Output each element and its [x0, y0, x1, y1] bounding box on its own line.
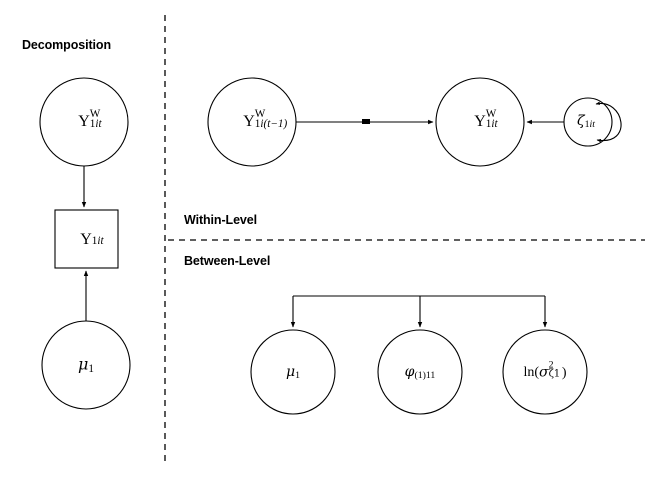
text-Y: Y — [78, 113, 90, 131]
text-subscript-lag: 1i(t−1) — [254, 117, 288, 130]
text-ln-open: ln( — [523, 365, 540, 381]
text-subscript-1: 1 — [295, 370, 301, 382]
text-sigma-subscript: ζ1 — [548, 368, 561, 380]
text-superscript-W: W — [89, 107, 101, 120]
text-subscript-1it: 1it — [91, 234, 104, 247]
text-subscript-phi: (1)11 — [414, 370, 436, 382]
text-superscript-W: W — [254, 107, 266, 120]
node-label-within-residual: ζ1it — [577, 114, 595, 130]
label-within-level: Within-Level — [184, 213, 257, 227]
node-label-decomposition-latent: Y W 1it — [78, 108, 101, 131]
node-between-logvar — [502, 329, 588, 415]
node-label-within-current: Y W 1it — [474, 108, 497, 131]
text-Y: Y — [474, 113, 486, 131]
node-label-between-phi: φ(1)11 — [405, 365, 436, 381]
text-mu: μ — [78, 354, 89, 374]
node-within-current — [435, 77, 525, 167]
text-subscript-1: 1 — [88, 363, 94, 376]
text-sigma: σ — [539, 364, 549, 381]
node-decomposition-observed — [54, 209, 119, 269]
text-subscript-1it: 1it — [485, 117, 498, 130]
label-decomposition: Decomposition — [22, 38, 111, 52]
node-decomposition-mean — [41, 320, 131, 410]
node-label-between-mean: μ1 — [286, 365, 300, 381]
edge-residual-variance-loop — [595, 101, 622, 143]
node-between-phi — [377, 329, 463, 415]
node-between-mean — [250, 329, 336, 415]
text-Y: Y — [80, 231, 92, 249]
text-subscript-1it: 1it — [584, 119, 595, 131]
edge-lag-to-current-midpoint-marker — [362, 119, 370, 124]
node-label-decomposition-observed: Y 1it — [80, 231, 103, 249]
text-sigma-superscript-2: 2 — [548, 359, 554, 371]
text-Y: Y — [243, 113, 255, 131]
label-between-level: Between-Level — [184, 254, 271, 268]
text-mu: μ — [285, 364, 296, 381]
node-label-within-lag: Y W 1i(t−1) — [243, 108, 287, 131]
text-phi: φ — [404, 364, 415, 381]
text-subscript-1it: 1it — [89, 117, 102, 130]
text-zeta: ζ — [577, 113, 585, 130]
text-ln-close: ) — [561, 365, 567, 381]
text-superscript-W: W — [485, 107, 497, 120]
node-label-decomposition-mean: μ1 — [78, 354, 94, 376]
